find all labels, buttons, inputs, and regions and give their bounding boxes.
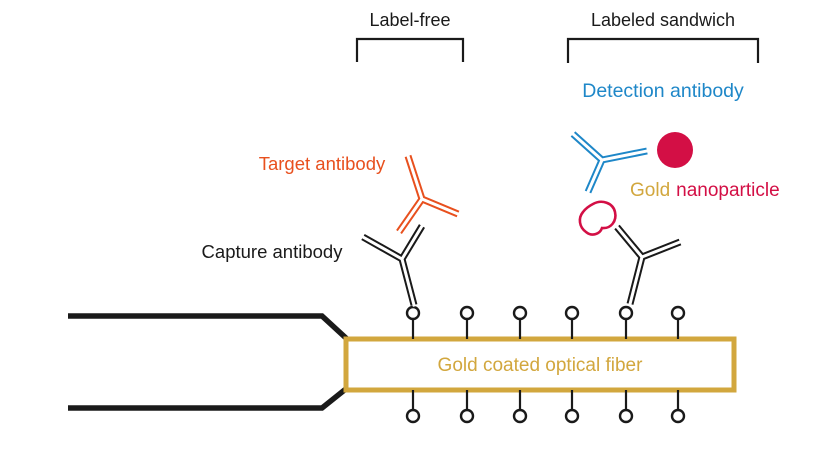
capture-antibody-label: Capture antibody xyxy=(202,241,344,262)
antigen-icon xyxy=(578,200,617,236)
optical-fiber-bottom-line xyxy=(68,385,349,411)
optical-fiber-top-line xyxy=(68,313,349,342)
gold-nanoparticle-label-word2: nanoparticle xyxy=(676,180,780,201)
detection-antibody-label: Detection antibody xyxy=(582,80,744,102)
gold-fiber-label: Gold coated optical fiber xyxy=(438,355,644,376)
capture-antibody-icon xyxy=(360,223,425,307)
gold-coating-rect xyxy=(343,336,737,393)
label-free-bracket xyxy=(355,37,465,62)
gold-nanoparticle-label: Gold nanoparticle xyxy=(630,180,780,201)
receptor-site-icon xyxy=(670,305,686,341)
receptor-site-icon xyxy=(618,388,634,424)
gold-nanoparticle-label-word1: Gold xyxy=(630,180,670,201)
receptor-site-icon xyxy=(564,388,580,424)
receptor-site-icon xyxy=(512,388,528,424)
receptor-site-icon xyxy=(405,388,421,424)
receptor-site-icon xyxy=(405,305,421,341)
capture-antibody-icon xyxy=(614,224,682,306)
target-antibody-label: Target antibody xyxy=(259,153,386,174)
labeled-sandwich-title: Labeled sandwich xyxy=(591,10,735,30)
receptor-site-icon xyxy=(512,305,528,341)
gold-nanoparticle-icon xyxy=(657,132,693,168)
detection-antibody-icon xyxy=(570,131,649,194)
receptor-site-icon xyxy=(618,305,634,341)
target-antibody-icon xyxy=(396,154,460,235)
labeled-sandwich-bracket xyxy=(566,37,760,63)
receptor-site-icon xyxy=(564,305,580,341)
receptor-site-icon xyxy=(670,388,686,424)
receptor-site-icon xyxy=(459,388,475,424)
label-free-title: Label-free xyxy=(369,10,450,30)
receptor-site-icon xyxy=(459,305,475,341)
